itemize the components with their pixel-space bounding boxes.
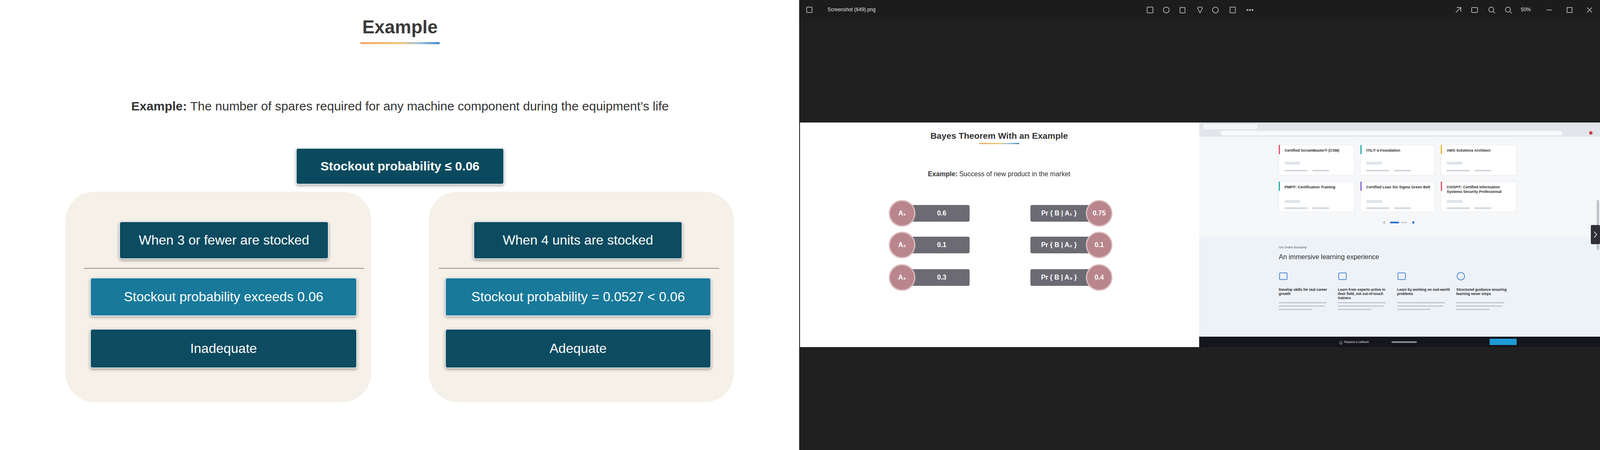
node-text: Pr { B | A₂ }: [1041, 241, 1078, 249]
card-meta-lines: [1284, 170, 1492, 209]
file-name: Screenshot (649).png: [827, 6, 876, 13]
option-panel: When 3 or fewer are stockedStockout prob…: [65, 191, 372, 403]
node-text: A₁: [898, 209, 906, 218]
result-box: Stockout probability = 0.0527 < 0.06: [445, 277, 712, 317]
node-text: Stockout probability ≤ 0.06: [320, 159, 480, 174]
features-band: [1199, 236, 1600, 337]
divider-line: [438, 267, 720, 269]
course-card: CISSP®: Certified Information Systems Se…: [1440, 181, 1517, 213]
slide-title: Example: [362, 16, 438, 38]
side-tab: [1590, 225, 1600, 245]
node-text: 0.4: [1094, 273, 1104, 282]
feature-icons: [1279, 272, 1465, 280]
bottom-bar: [1199, 336, 1600, 348]
node-text: When 3 or fewer are stocked: [138, 232, 310, 248]
node-text: 0.3: [937, 273, 947, 282]
card-tags: [1284, 161, 1463, 203]
feature-title: Learn by working on real-world problems: [1397, 287, 1451, 296]
divider-line: [83, 267, 365, 269]
course-card: Certified ScrumMaster® (CSM): [1278, 145, 1355, 176]
browser-tab: [1203, 124, 1258, 130]
node-text: Pr { B | A₃ }: [1041, 273, 1078, 282]
phone-text-bar: [1391, 341, 1417, 343]
node-text: A₃: [898, 273, 907, 282]
value-circle: 0.75: [1085, 200, 1113, 227]
node-text: Inadequate: [190, 340, 257, 357]
address-bar: [1220, 130, 1563, 136]
pager: [1382, 220, 1415, 225]
node-text: Certified ScrumMaster® (CSM): [1284, 148, 1340, 153]
condition-box: When 3 or fewer are stocked: [119, 221, 329, 260]
criterion-box: Stockout probability ≤ 0.06: [295, 147, 505, 185]
viewer-toolbar: [799, 0, 1600, 21]
browser-chrome: [1199, 122, 1600, 137]
feature-body-lines: [1278, 302, 1505, 310]
verdict-box: Inadequate: [90, 328, 358, 369]
course-card: Certified Lean Six Sigma Green Belt: [1360, 181, 1435, 213]
course-card: AWS Solutions Architect: [1440, 145, 1517, 176]
side-tab-arrow: [1594, 231, 1597, 238]
feature-title: Learn from experts active in their field…: [1337, 287, 1392, 301]
example-text: Success of new product in the market: [959, 170, 1071, 178]
node-text: A₂: [898, 241, 907, 249]
inner-slide-ground: [800, 122, 1200, 348]
node-text: Stockout probability = 0.0527 < 0.06: [471, 289, 685, 305]
result-box: Stockout probability exceeds 0.06: [90, 277, 358, 317]
feature-title: Develop skills for real career growth: [1278, 287, 1333, 296]
inner-slide-title: Bayes Theorem With an Example: [930, 130, 1068, 141]
callback-icon: [1339, 341, 1343, 345]
event-circle: A₂: [888, 231, 916, 259]
node-text: Adequate: [549, 340, 607, 357]
card-frames: [1278, 145, 1517, 213]
section-eyebrow: Our Online Bootcamp: [1278, 245, 1307, 249]
viewer-ground: [799, 0, 1600, 450]
browser-avatar: [1589, 131, 1593, 135]
verdict-box: Adequate: [445, 328, 712, 369]
node-text: 0.1: [937, 241, 947, 249]
panel-ground: [428, 191, 734, 403]
option-panel: When 4 units are stockedStockout probabi…: [428, 191, 734, 403]
title-underline: [979, 142, 1020, 145]
example-lead: Example:: [927, 170, 958, 178]
bottom-bar-link: Request a callback: [1344, 340, 1369, 344]
node-text: When 4 units are stocked: [502, 232, 653, 248]
slide-ground: [0, 0, 800, 450]
value-circle: 0.1: [1085, 231, 1113, 259]
event-circle: A₁: [888, 200, 916, 227]
talk-button: [1489, 338, 1517, 345]
node-text: Certified Lean Six Sigma Green Belt: [1366, 185, 1431, 190]
event-circle: A₃: [888, 264, 916, 291]
node-text: CISSP®: Certified Information Systems Se…: [1446, 185, 1513, 195]
example-lead: Example:: [131, 99, 187, 114]
section-heading: An immersive learning experience: [1278, 253, 1380, 261]
course-card: PMP®: Certification Training: [1278, 181, 1355, 213]
panel-ground: [65, 191, 372, 403]
node-text: PMP®: Certification Training: [1284, 185, 1336, 190]
toolbar-icons: [806, 7, 1593, 14]
node-text: 0.6: [937, 209, 947, 218]
node-text: AWS Solutions Architect: [1446, 148, 1491, 153]
web-page-ground: [1199, 122, 1600, 348]
node-text: 0.1: [1094, 241, 1104, 249]
condition-box: When 4 units are stocked: [473, 221, 683, 260]
example-text: The number of spares required for any ma…: [190, 99, 669, 114]
node-text: Pr { B | A₁ }: [1041, 209, 1077, 218]
node-text: Stockout probability exceeds 0.06: [123, 289, 324, 305]
node-text: ITIL® 4 Foundation: [1366, 148, 1401, 153]
course-card: ITIL® 4 Foundation: [1360, 145, 1435, 176]
value-circle: 0.4: [1085, 264, 1113, 291]
node-text: 0.75: [1092, 209, 1106, 218]
title-underline: [360, 42, 440, 45]
feature-title: Structured guidance ensuring learning ne…: [1456, 287, 1510, 296]
zoom-level: 50%: [1520, 6, 1531, 13]
